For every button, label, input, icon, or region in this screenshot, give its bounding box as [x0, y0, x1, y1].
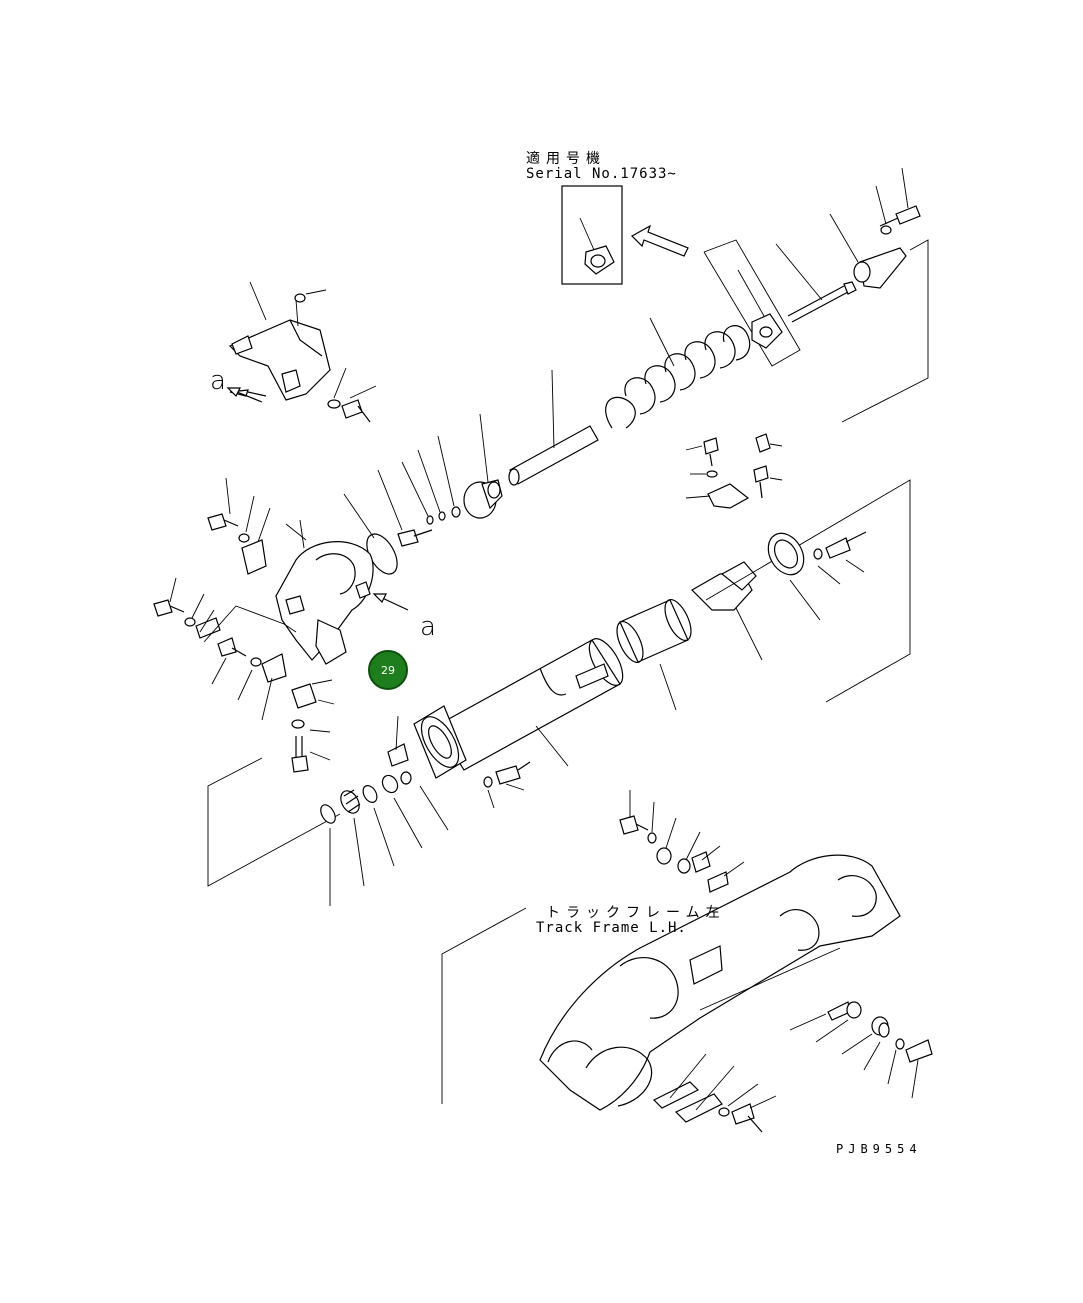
- view-marker-yoke: a: [420, 612, 436, 642]
- bracket-lines: [703, 239, 929, 423]
- direction-arrow: [631, 224, 689, 257]
- lower-left-seals: [207, 757, 423, 906]
- yoke-assembly: [275, 519, 374, 665]
- right-ring-box: [705, 479, 911, 703]
- top-left-cover: [228, 281, 377, 423]
- track-frame: [441, 854, 901, 1111]
- track-frame-jp: トラックフレーム左: [546, 905, 726, 921]
- view-arrows: [226, 387, 409, 611]
- recoil-spring: [605, 317, 751, 429]
- flange-bolt: [483, 761, 531, 809]
- yoke-bolts: [153, 477, 297, 721]
- track-frame-en: Track Frame L.H.: [536, 920, 687, 936]
- frame-lower-fasteners: [789, 1001, 933, 1099]
- callout-number: 29: [381, 663, 395, 677]
- bushing-sleeve: [616, 599, 692, 711]
- part-callout-marker[interactable]: 29: [368, 650, 408, 690]
- drawing-code: PJB9554: [836, 1142, 922, 1156]
- frame-upper-fasteners: [619, 790, 745, 893]
- frame-bottom-plates: [652, 1053, 777, 1133]
- rod-and-piston: [463, 369, 599, 519]
- piston-fasteners: [343, 435, 461, 575]
- lower-left-bolt: [291, 679, 335, 773]
- serial-note-en: Serial No.17633~: [526, 166, 677, 182]
- grease-fittings: [685, 433, 783, 661]
- main-cylinder: [387, 638, 624, 831]
- serial-inset-box: [561, 185, 623, 285]
- view-marker-top: a: [210, 366, 226, 396]
- upper-right-bolts: [775, 167, 921, 323]
- serial-note-jp: 適用号機: [526, 151, 606, 167]
